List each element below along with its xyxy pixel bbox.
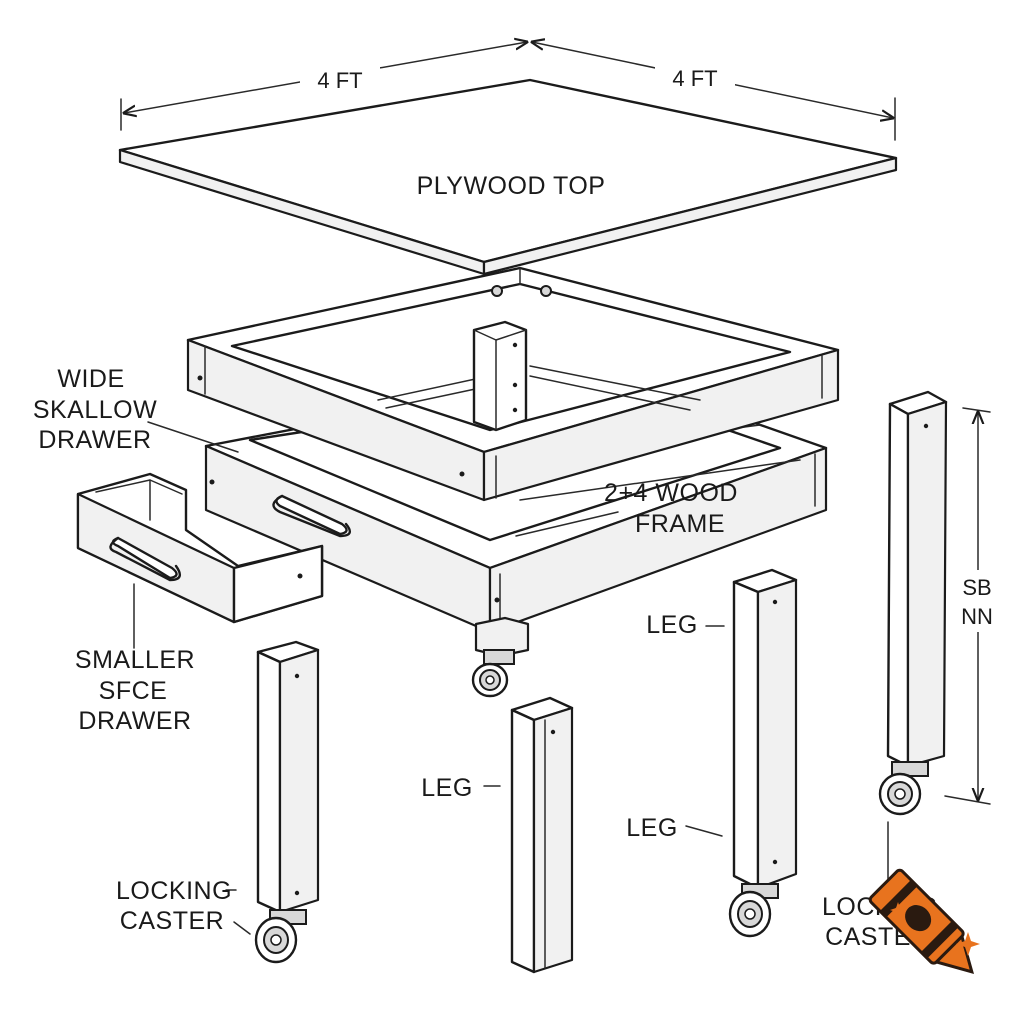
leg-far-right bbox=[878, 390, 948, 816]
leg-label-right: LEG bbox=[626, 814, 678, 842]
height-label-2: NN bbox=[961, 604, 993, 629]
locking-caster-label-1: LOCKING bbox=[116, 877, 232, 905]
small-drawer bbox=[76, 472, 324, 624]
plywood-top: PLYWOOD TOP bbox=[118, 78, 898, 276]
crayon-icon bbox=[868, 868, 980, 975]
leg-label-right-middle: LEG bbox=[646, 611, 698, 639]
wide-drawer bbox=[272, 494, 352, 538]
upper-2x4-frame bbox=[186, 266, 840, 698]
small-drawer-label-1: SMALLER bbox=[75, 646, 195, 674]
leg-center bbox=[510, 696, 574, 974]
wide-drawer-label-1: WIDE bbox=[57, 365, 124, 393]
wood-frame-label-2: FRAME bbox=[635, 510, 725, 538]
locking-caster-label-2: CASTER bbox=[120, 907, 224, 935]
leg-left bbox=[254, 640, 320, 964]
small-drawer-label-3: DRAWER bbox=[78, 707, 191, 735]
plywood-top-label: PLYWOOD TOP bbox=[417, 172, 606, 200]
width-dimension-right: 4 FT bbox=[532, 42, 896, 141]
wood-frame-label-1: 2+4 WOOD bbox=[604, 479, 738, 507]
leader-lines bbox=[133, 421, 889, 935]
width-label-left: 4 FT bbox=[317, 68, 362, 93]
wide-drawer-label-3: DRAWER bbox=[38, 426, 151, 454]
wide-drawer-label-2: SKALLOW bbox=[33, 396, 157, 424]
leg-right-middle bbox=[728, 568, 798, 938]
height-label-1: SB bbox=[962, 575, 991, 600]
leg-label-center: LEG bbox=[421, 774, 473, 802]
width-dimension-left: 4 FT bbox=[120, 42, 527, 131]
small-drawer-label-2: SFCE bbox=[99, 677, 168, 705]
height-dimension: SB NN bbox=[944, 407, 996, 805]
width-label-right: 4 FT bbox=[672, 66, 717, 91]
